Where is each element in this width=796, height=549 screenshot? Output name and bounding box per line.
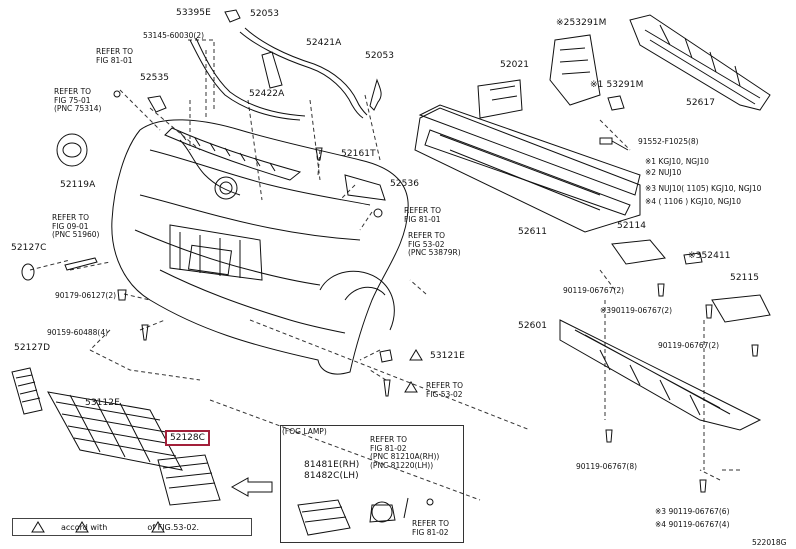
refer-to-81-01-b[interactable]: REFER TO FIG 81-01 — [404, 206, 442, 224]
warning-triangle-icon — [404, 381, 418, 393]
part-label-90159: 90159-60488(4) — [47, 328, 109, 337]
refer-to-81-01-a[interactable]: REFER TO FIG 81-01 — [96, 47, 134, 65]
part-label-81482C: 81482C(LH) — [304, 471, 359, 481]
part-label-90119-a: 90119-06767(2) — [563, 286, 625, 295]
part-label-53112E: 53112E — [85, 398, 120, 408]
part-label-52021: 52021 — [500, 60, 530, 70]
figure-code: 522018G — [752, 538, 787, 547]
part-label-52115: 52115 — [730, 273, 760, 283]
legend-line-1: ※1 KGJ10, NGJ10 — [645, 157, 709, 166]
bumper-cover-outline — [111, 119, 409, 375]
part-label-52114: 52114 — [617, 221, 647, 231]
part-label-53145: 53145-60030(2) — [143, 31, 205, 40]
part-label-52119A: 52119A — [60, 180, 96, 190]
legend-line-4: ※4 ( 1106 ) KGJ10, NGJ10 — [645, 197, 741, 206]
part-label-52535: 52535 — [140, 73, 170, 83]
warning-triangle-icon — [75, 521, 89, 533]
part-label-52161T: 52161T — [341, 149, 376, 159]
refer-to-81-02-b[interactable]: REFER TO FIG 81-02 — [412, 519, 450, 537]
part-label-90119-d: 90119-06767(8) — [576, 462, 638, 471]
part-label-53395E: 53395E — [176, 8, 211, 18]
part-label-52421A: 52421A — [306, 38, 342, 48]
part-label-53291M-b: ※1 53291M — [590, 80, 644, 90]
part-label-52536: 52536 — [390, 179, 420, 189]
part-label-52611: 52611 — [518, 227, 548, 237]
part-label-81481E: 81481E(RH) — [304, 460, 360, 470]
part-label-52127C: 52127C — [11, 243, 47, 253]
fog-lamp-title: (FOG LAMP) — [282, 427, 327, 436]
part-label-90119-c: 90119-06767(2) — [658, 341, 720, 350]
refer-to-53-02-a[interactable]: REFER TO FIG 53-02 (PNC 53879R) — [408, 231, 461, 257]
part-label-52127D: 52127D — [14, 343, 51, 353]
legend-line-3: ※3 NUJ10( 1105) KGJ10, NGJ10 — [645, 184, 762, 193]
part-label-52053-b: 52053 — [365, 51, 395, 61]
part-label-52128C-highlighted[interactable]: 52128C — [165, 430, 210, 446]
note-box: accord with of FIG.53-02. — [12, 518, 252, 536]
part-label-90179: 90179-06127(2) — [55, 291, 117, 300]
warning-triangle-icon — [409, 349, 423, 361]
refer-to-09-01[interactable]: REFER TO FIG 09-01 (PNC 51960) — [52, 213, 100, 239]
part-label-52617: 52617 — [686, 98, 716, 108]
warning-triangle-icon — [31, 521, 45, 533]
note-text-accord: accord with — [61, 523, 108, 532]
refer-to-81-02-a[interactable]: REFER TO FIG 81-02 (PNC 81210A(RH)) (PNC… — [370, 435, 440, 470]
warning-triangle-icon — [151, 521, 165, 533]
part-label-52422A: 52422A — [249, 89, 285, 99]
part-label-53121E: 53121E — [430, 351, 465, 361]
part-label-90119-b: ※390119-06767(2) — [600, 306, 673, 315]
refer-to-53-02-b[interactable]: REFER TO FIG 53-02 — [426, 381, 464, 399]
note-text-fig: of FIG.53-02. — [147, 523, 200, 532]
legend-line-2: ※2 NUJ10 — [645, 168, 682, 177]
part-label-90119-e: ※3 90119-06767(6) — [655, 507, 730, 516]
part-label-91552: 91552-F1025(8) — [638, 137, 699, 146]
fog-lamp-inset — [280, 425, 464, 543]
pointer-arrow — [230, 477, 273, 497]
part-label-52411: ※352411 — [688, 251, 731, 261]
part-label-53291M: ※253291M — [556, 18, 607, 28]
part-label-52601: 52601 — [518, 321, 548, 331]
part-label-90119-f: ※4 90119-06767(4) — [655, 520, 730, 529]
refer-to-75-01[interactable]: REFER TO FIG 75-01 (PNC 75314) — [54, 87, 102, 113]
part-label-52053: 52053 — [250, 9, 280, 19]
